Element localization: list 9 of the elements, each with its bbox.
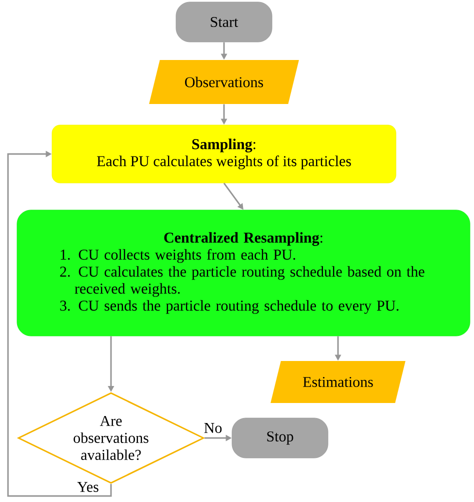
input-parallelogram: Observations xyxy=(149,60,299,104)
arrow xyxy=(7,150,112,497)
terminal: Start xyxy=(176,2,272,42)
process-box: Centralized Resampling: 1. CU collects weights from each PU. 2. CU calculates the particle routing schedule based on the received weights. 3. CU sends the particle routing schedule to every PU. xyxy=(16,210,470,336)
output-parallelogram: Estimations xyxy=(270,361,406,403)
edge-label: No xyxy=(202,422,224,434)
process-box: Sampling: Each PU calculates weights of its particles xyxy=(52,124,396,184)
edge-label: Yes xyxy=(76,481,100,493)
terminal: Stop xyxy=(232,418,328,458)
